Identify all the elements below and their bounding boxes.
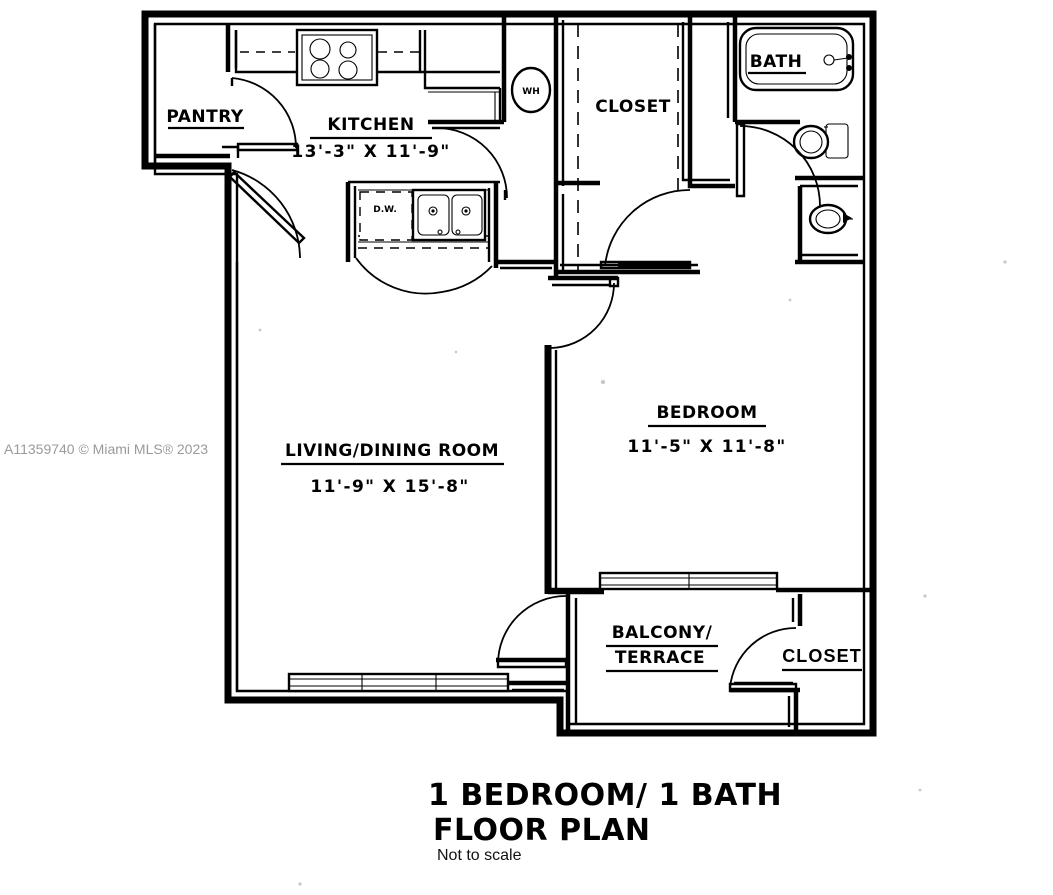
water-heater-icon: WH <box>510 66 552 114</box>
living-dining-room: LIVING/DINING ROOM 11'-9" X 15'-8" <box>225 169 510 700</box>
bathroom-sink-icon <box>808 203 853 235</box>
pantry-door <box>230 77 299 152</box>
entry-closet-door <box>599 189 692 270</box>
central-partition <box>544 275 620 594</box>
kitchen-label: KITCHEN <box>327 115 414 135</box>
scale-note: Not to scale <box>437 847 522 864</box>
bedroom-closet-label: CLOSET <box>782 646 862 666</box>
bedroom-label: BEDROOM <box>656 403 757 423</box>
kitchen-room: WH D.W. <box>234 14 565 295</box>
water-heater-label: WH <box>522 87 539 97</box>
title-line-2: FLOOR PLAN <box>433 813 651 848</box>
kitchen-lower-counter: D.W. <box>345 180 500 295</box>
title-block: 1 BEDROOM/ 1 BATH FLOOR PLAN Not to scal… <box>428 778 782 864</box>
toilet-icon <box>792 123 849 160</box>
entry-closet-room: CLOSET <box>553 14 735 278</box>
living-dining-dimensions: 11'-9" X 15'-8" <box>310 477 469 497</box>
mls-watermark: A11359740 © Miami MLS® 2023 <box>4 441 208 457</box>
bedroom-room: BEDROOM 11'-5" X 11'-8" <box>548 403 873 593</box>
bath-label: BATH <box>750 52 803 72</box>
dishwasher-icon: D.W. <box>359 191 413 241</box>
range-cooktop-icon <box>295 28 379 87</box>
bedroom-slider <box>598 571 779 591</box>
balcony-label-line2: TERRACE <box>615 648 705 668</box>
double-sink-icon <box>411 188 487 242</box>
entry-closet-label: CLOSET <box>595 97 671 117</box>
bath-door <box>735 122 821 207</box>
dishwasher-label: D.W. <box>373 205 397 215</box>
bedroom-closet-room: CLOSET <box>728 594 862 733</box>
bathroom-room: BATH <box>726 14 864 265</box>
bedroom-dimensions: 11'-5" X 11'-8" <box>627 437 786 457</box>
bathtub-icon: BATH <box>738 26 855 92</box>
kitchen-door <box>436 127 508 200</box>
living-dining-label: LIVING/DINING ROOM <box>285 441 499 461</box>
pantry-label: PANTRY <box>166 107 244 127</box>
vanity-counter <box>795 175 864 265</box>
kitchen-dimensions: 13'-3" X 11'-9" <box>291 142 450 162</box>
bedroom-closet-door <box>728 627 798 693</box>
refrigerator-icon <box>423 30 502 122</box>
living-window <box>287 672 510 693</box>
entry-door <box>225 169 306 700</box>
scan-artifacts <box>258 260 1007 886</box>
pantry-room: PANTRY <box>153 24 299 166</box>
balcony-label-line1: BALCONY/ <box>612 623 713 643</box>
title-line-1: 1 BEDROOM/ 1 BATH <box>428 778 782 813</box>
balcony-terrace-room: BALCONY/ TERRACE <box>496 589 718 733</box>
balcony-door-living <box>496 595 568 669</box>
